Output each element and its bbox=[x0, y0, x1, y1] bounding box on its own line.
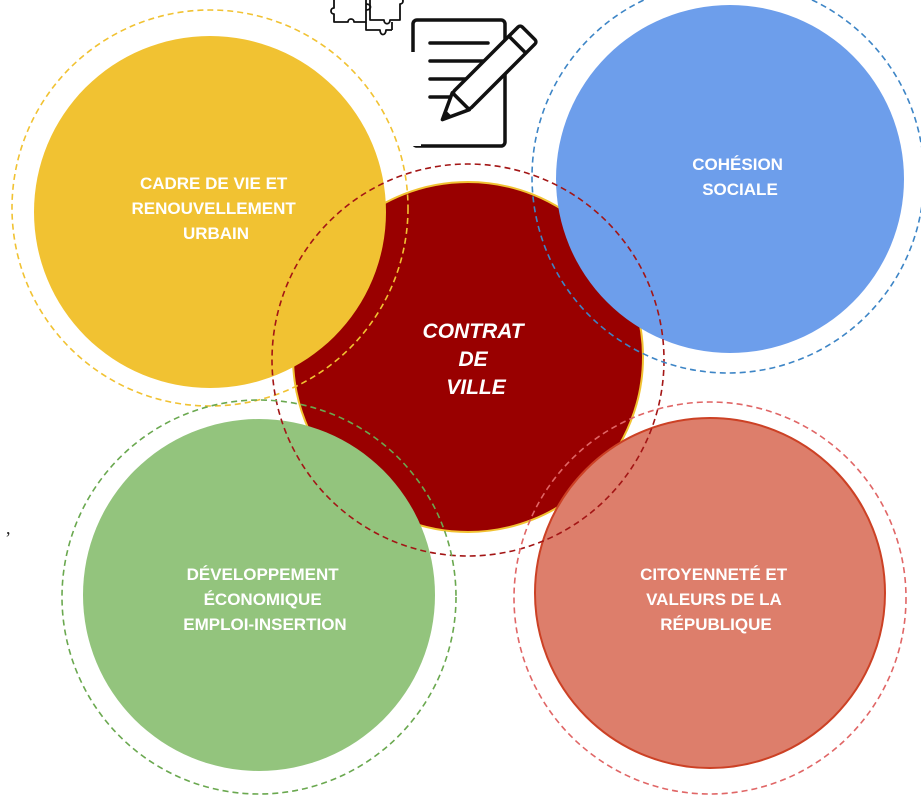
document-pencil-icon bbox=[409, 18, 538, 148]
developpement-line-1: DÉVELOPPEMENT bbox=[187, 565, 340, 584]
cadre-de-vie-line-3: URBAIN bbox=[183, 224, 249, 243]
pillar-developpement-economique-circle bbox=[83, 419, 435, 771]
developpement-line-3: EMPLOI-INSERTION bbox=[183, 615, 346, 634]
cohesion-sociale-line-1: COHÉSION bbox=[692, 155, 783, 174]
cadre-de-vie-line-1: CADRE DE VIE ET bbox=[140, 174, 288, 193]
pillar-citoyennete-circle bbox=[534, 417, 886, 769]
pillar-cadre-de-vie-circle bbox=[34, 36, 386, 388]
center-title: CONTRAT DE VILLE bbox=[423, 320, 530, 399]
puzzle-pieces-icon bbox=[330, 0, 404, 36]
cadre-de-vie-dashed-ring bbox=[11, 9, 409, 407]
center-title-line-2: DE bbox=[458, 348, 488, 371]
citoyennete-line-1: CITOYENNETÉ ET bbox=[640, 565, 788, 584]
cohesion-sociale-dashed-ring bbox=[531, 0, 921, 374]
citoyennete-line-2: VALEURS DE LA bbox=[646, 590, 781, 609]
pillar-developpement-economique-label: DÉVELOPPEMENT ÉCONOMIQUE EMPLOI-INSERTIO… bbox=[183, 565, 346, 634]
pillar-cohesion-sociale-label: COHÉSION SOCIALE bbox=[692, 155, 787, 199]
pillar-cohesion-sociale-circle bbox=[556, 5, 904, 353]
developpement-line-2: ÉCONOMIQUE bbox=[204, 590, 322, 609]
pillar-developpement-economique bbox=[83, 419, 435, 771]
cadre-de-vie-line-2: RENOUVELLEMENT bbox=[131, 199, 296, 218]
pillar-cadre-de-vie-label: CADRE DE VIE ET RENOUVELLEMENT URBAIN bbox=[131, 174, 300, 243]
center-title-line-3: VILLE bbox=[446, 376, 506, 399]
cohesion-sociale-line-2: SOCIALE bbox=[702, 180, 778, 199]
center-title-line-1: CONTRAT bbox=[423, 320, 526, 343]
developpement-economique-dashed-ring bbox=[61, 399, 457, 795]
center-dashed-ring bbox=[271, 163, 665, 557]
pillar-citoyennete bbox=[534, 417, 886, 769]
pillar-cohesion-sociale bbox=[556, 5, 904, 353]
citoyennete-line-3: RÉPUBLIQUE bbox=[660, 615, 771, 634]
pillar-citoyennete-label: CITOYENNETÉ ET VALEURS DE LA RÉPUBLIQUE bbox=[640, 565, 792, 634]
citoyennete-dashed-ring bbox=[513, 401, 907, 795]
pillar-cadre-de-vie bbox=[34, 36, 386, 388]
stray-comma: , bbox=[6, 518, 11, 538]
